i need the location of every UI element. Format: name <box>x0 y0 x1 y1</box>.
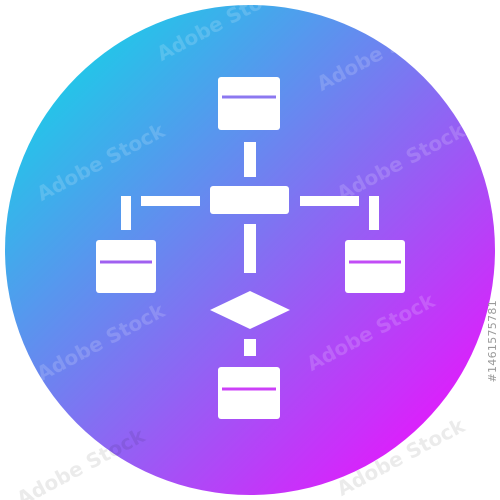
connector-right-horizontal <box>300 196 359 206</box>
stock-id-label: #1461575781 <box>486 300 499 383</box>
connector-top <box>244 142 256 177</box>
connector-middle <box>244 224 256 273</box>
top-node <box>218 77 280 130</box>
flowchart-icon <box>96 77 405 419</box>
right-node <box>345 240 405 293</box>
connector-left-horizontal <box>141 196 200 206</box>
node-header-lines <box>100 95 401 391</box>
connector-left-vertical <box>121 196 131 230</box>
connector-bottom <box>244 339 256 356</box>
connector-right-vertical <box>369 196 379 230</box>
left-node <box>96 240 156 293</box>
bottom-node <box>218 367 280 419</box>
decision-diamond <box>210 291 290 329</box>
center-node <box>210 186 289 214</box>
